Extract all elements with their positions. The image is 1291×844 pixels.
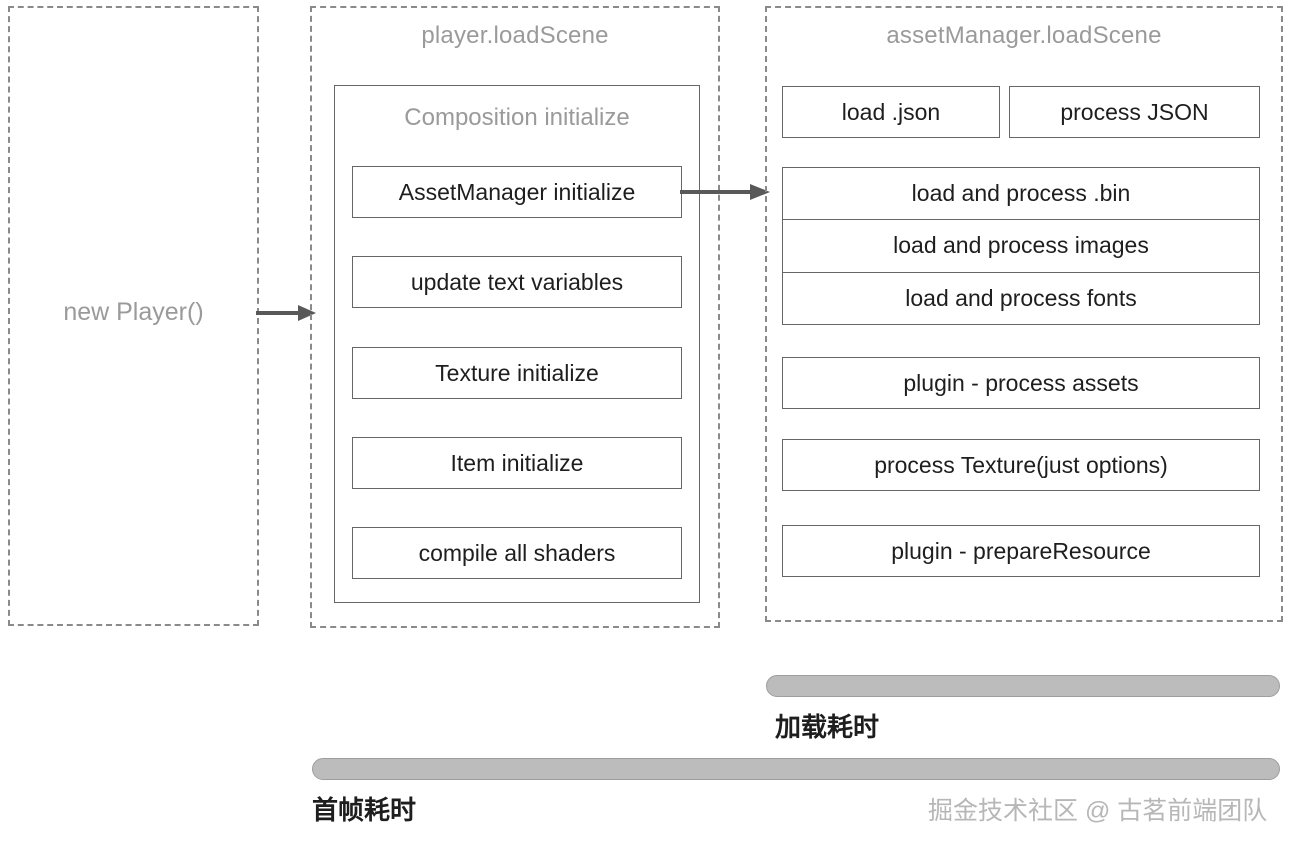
lane-player-loadscene (310, 6, 720, 628)
lane-new-player (8, 6, 259, 626)
group-composition-initialize-title: Composition initialize (404, 104, 630, 131)
lane-new-player-label: new Player() (63, 298, 204, 326)
step-load-and-process-fonts[interactable]: load and process fonts (783, 271, 1259, 324)
lane-assetmanager-loadscene (765, 6, 1283, 622)
step-process-json[interactable]: process JSON (1009, 86, 1260, 138)
group-composition-initialize (334, 85, 700, 603)
step-compile-all-shaders[interactable]: compile all shaders (352, 527, 682, 579)
group-load-and-process: load and process .bin load and process i… (782, 167, 1260, 325)
step-assetmanager-initialize[interactable]: AssetManager initialize (352, 166, 682, 218)
arrow-player-to-loadscene (256, 305, 316, 321)
timing-label-load: 加载耗时 (775, 712, 880, 742)
step-load-and-process-bin[interactable]: load and process .bin (911, 180, 1131, 207)
timing-bar-first-frame (312, 758, 1280, 780)
step-item-initialize[interactable]: Item initialize (352, 437, 682, 489)
lane-player-loadscene-title: player.loadScene (421, 22, 609, 49)
step-load-and-process-images[interactable]: load and process images (783, 219, 1259, 271)
step-plugin-process-assets[interactable]: plugin - process assets (782, 357, 1260, 409)
lane-assetmanager-loadscene-title: assetManager.loadScene (886, 22, 1162, 49)
step-update-text-variables[interactable]: update text variables (352, 256, 682, 308)
step-load-json[interactable]: load .json (782, 86, 1000, 138)
timing-bar-load (766, 675, 1280, 697)
step-texture-initialize[interactable]: Texture initialize (352, 347, 682, 399)
step-process-texture-just-options[interactable]: process Texture(just options) (782, 439, 1260, 491)
timing-label-first-frame: 首帧耗时 (312, 795, 417, 825)
watermark-text: 掘金技术社区 @ 古茗前端团队 (928, 797, 1268, 825)
arrow-assetmanager-initialize-to-loadscene (680, 184, 770, 200)
step-plugin-prepare-resource[interactable]: plugin - prepareResource (782, 525, 1260, 577)
